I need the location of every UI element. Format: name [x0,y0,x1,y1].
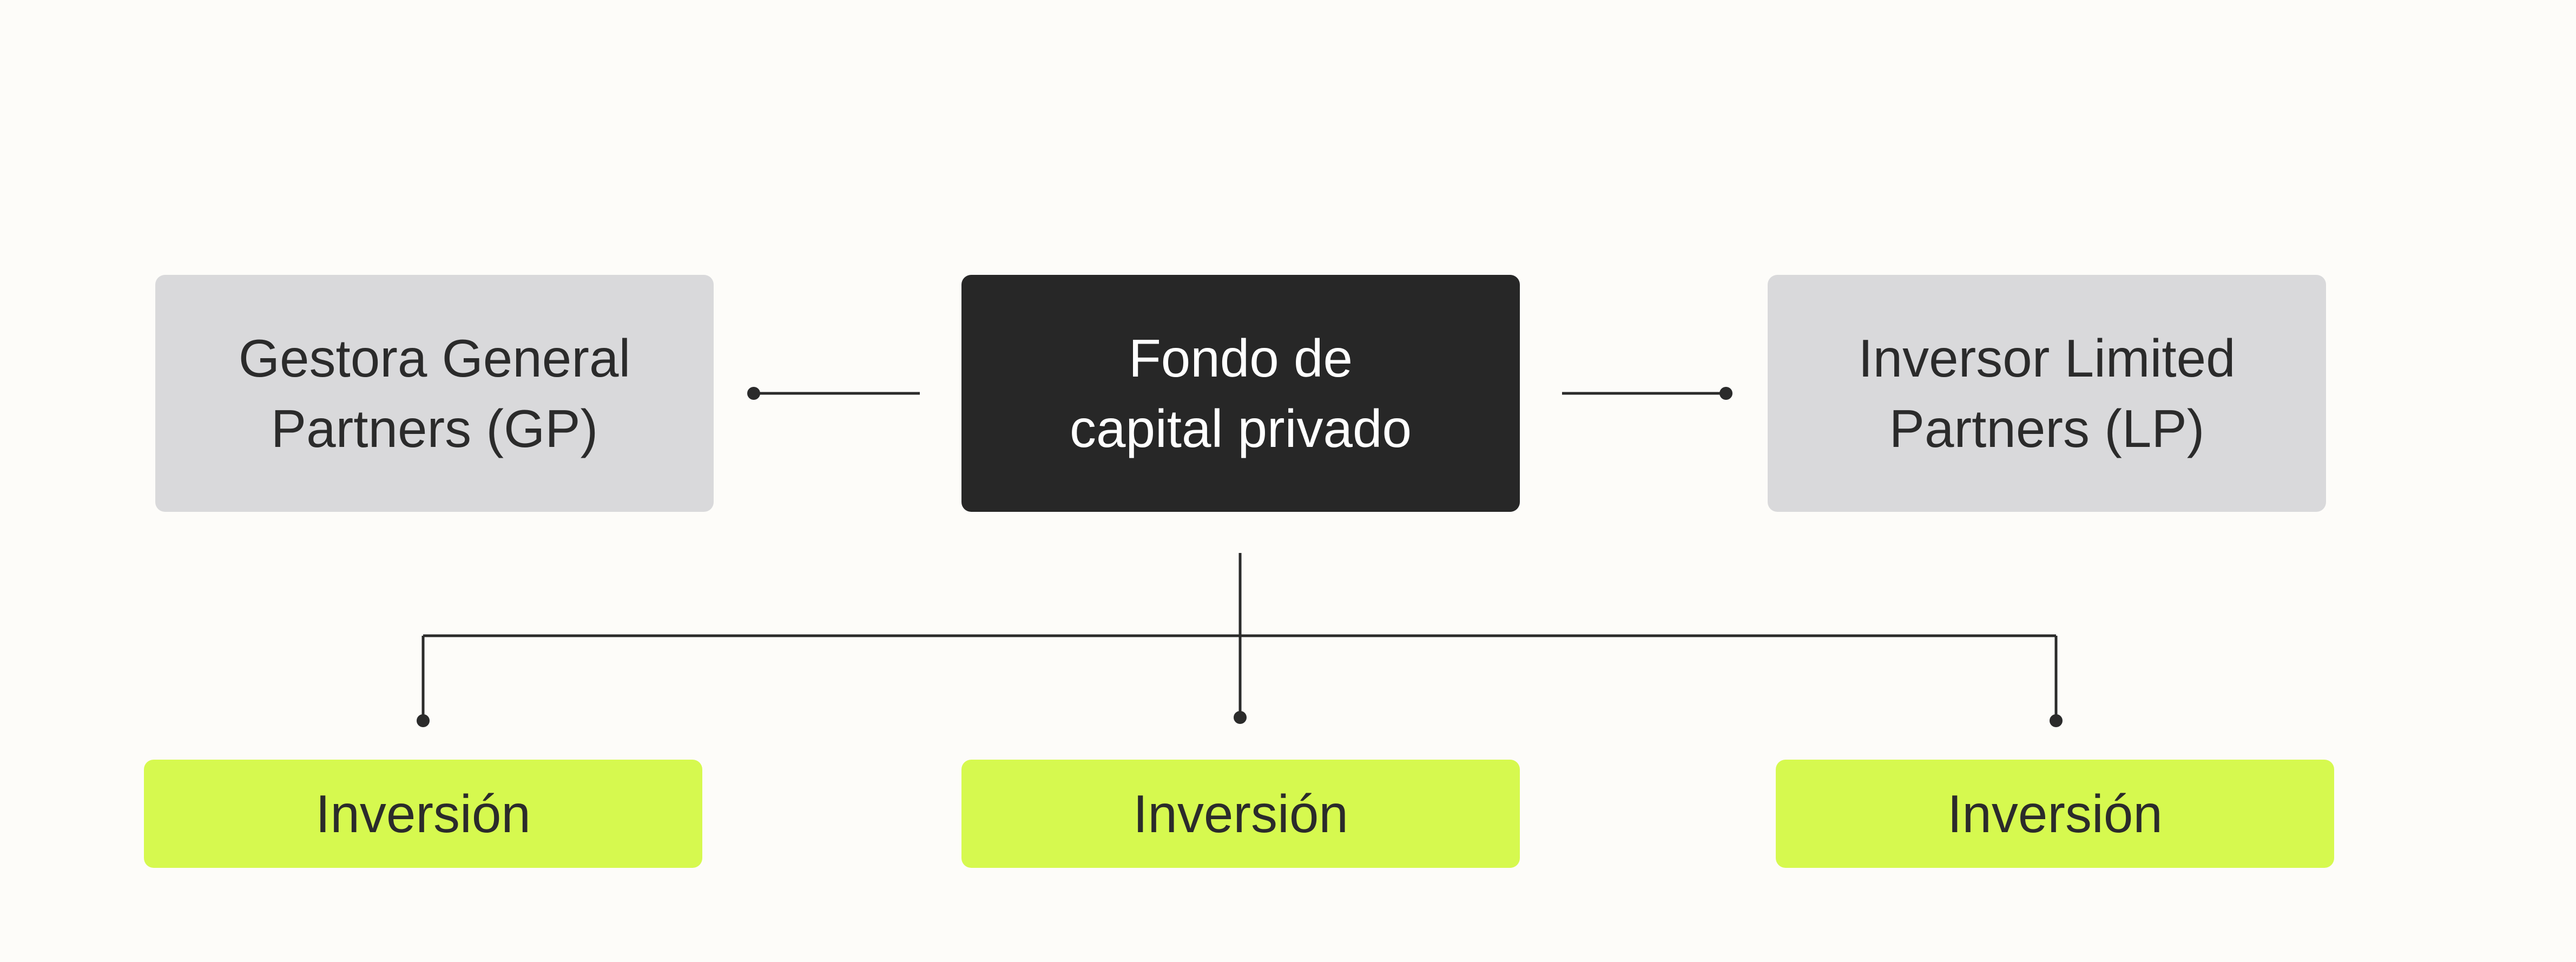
investment-node-3-label: Inversión [1947,784,2163,844]
fund-node: Fondo de capital privado [961,275,1520,512]
connector-dot-gp [747,387,760,400]
connector-dot-lp [1719,387,1732,400]
connector-dot-inv-2 [1234,711,1247,724]
connector-dot-inv-3 [2050,714,2063,727]
fund-node-label: Fondo de capital privado [1070,328,1412,458]
investment-node-2-label: Inversión [1133,784,1348,844]
connector-dot-inv-1 [417,714,430,727]
gp-node: Gestora General Partners (GP) [155,275,714,512]
investment-node-1-label: Inversión [315,784,531,844]
investment-node-3: Inversión [1776,760,2334,868]
gp-node-label: Gestora General Partners (GP) [238,328,631,458]
investment-node-1: Inversión [144,760,702,868]
lp-node: Inversor Limited Partners (LP) [1768,275,2326,512]
investment-node-2: Inversión [961,760,1520,868]
lp-node-label: Inversor Limited Partners (LP) [1858,328,2236,458]
